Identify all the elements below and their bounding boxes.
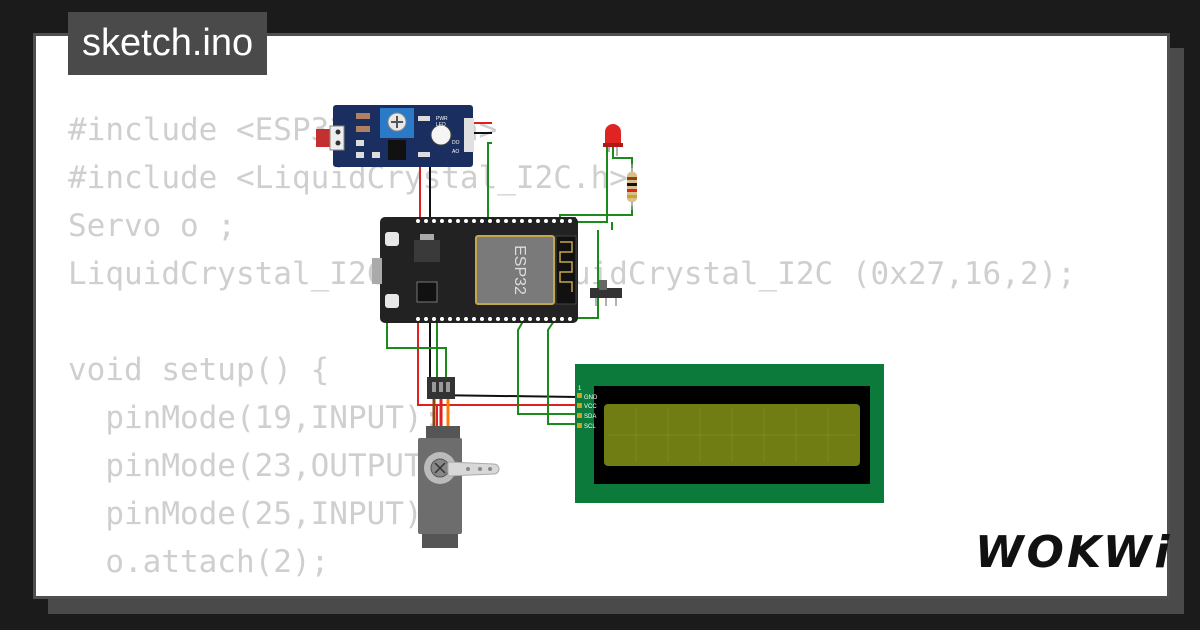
servo-motor[interactable] [418,377,500,548]
lcd-pin-1: 1 [578,386,582,392]
wire-servo-signal [386,318,447,377]
sensor-ao-label: AO [452,149,459,155]
resistor[interactable] [627,164,637,210]
wire-sensor-do [487,142,492,225]
lcd-pin-vcc: VCC [584,404,597,410]
lcd-pin-sda: SDA [584,414,596,420]
lcd-pin-scl: SCL [584,424,596,430]
wokwi-logo: WOKWi [975,527,1173,578]
esp32-top-pins [416,219,572,223]
lcd-character-grid [608,408,856,462]
code-line: LCD.init(); [68,586,1076,596]
red-led[interactable] [603,124,623,156]
wire-lcd-scl [547,317,578,425]
wire-led-anode [566,147,608,223]
code-line: pinMode(19,INPUT); [68,400,442,436]
wire-servo-vcc [417,318,438,428]
sensor-led-label: LED [436,122,446,128]
code-line: Servo o ; [68,208,236,244]
lcd-display[interactable]: 1 GND VCC SDA SCL [575,364,884,503]
code-line: o.attach(2); [68,544,330,580]
lcd-pin-pads [577,393,582,428]
esp32-bottom-pins [416,317,572,321]
sketch-title: sketch.ino [68,12,268,75]
sensor-module[interactable]: PWR LED DO AO [316,105,474,167]
esp32-board[interactable]: ESP32 [372,217,578,323]
code-line: void setup() { [68,352,330,388]
sensor-do-label: DO [452,140,460,146]
sensor-pwr-label: PWR [436,116,448,122]
wire-led [612,147,633,168]
esp32-label: ESP32 [511,245,528,295]
slide-switch[interactable] [590,280,622,306]
lcd-pin-gnd: GND [584,395,598,401]
code-line: pinMode(25,INPUT); [68,496,442,532]
code-line: pinMode(23,OUTPUT); [68,448,460,484]
